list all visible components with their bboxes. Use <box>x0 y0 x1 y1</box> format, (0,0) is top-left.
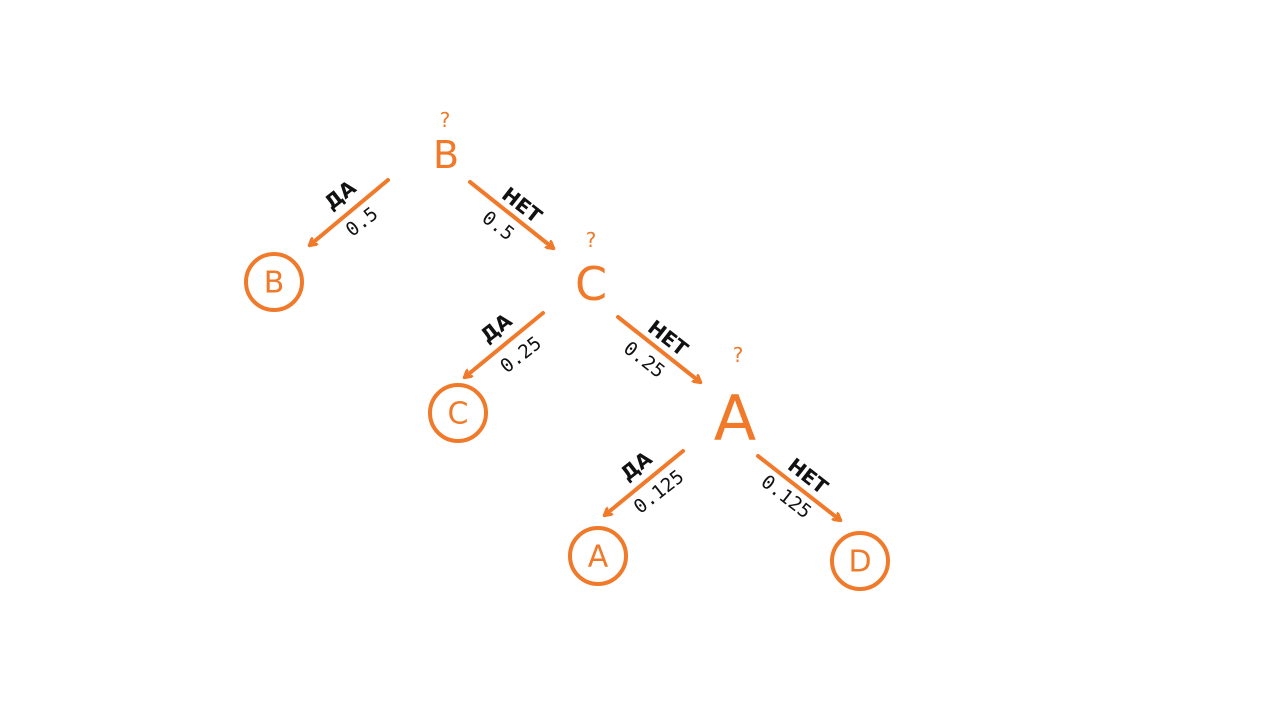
edge-q2-q3 <box>616 315 700 382</box>
leaf-circle-b <box>244 252 304 312</box>
leaf-label-d: D <box>848 545 871 580</box>
leaf-label-a: A <box>588 540 609 575</box>
question-node-q1: B <box>433 133 459 177</box>
question-node-q3: A <box>714 382 756 455</box>
question-mark-q2: ? <box>586 228 597 252</box>
edge-probability-q1-leaf-b: 0.5 <box>342 203 383 241</box>
edge-q1-q2 <box>468 180 553 248</box>
leaf-label-b: B <box>264 266 285 301</box>
edge-q3-leaf-d <box>756 454 840 520</box>
edge-q3-leaf-a <box>605 449 685 515</box>
edge-probability-q2-leaf-c: 0.25 <box>496 332 546 378</box>
question-mark-q3: ? <box>733 343 744 367</box>
leaf-circle-d <box>830 531 890 591</box>
edge-q1-leaf-b <box>310 178 390 245</box>
question-node-q2: C <box>575 257 607 311</box>
question-mark-q1: ? <box>440 108 451 132</box>
edge-q2-leaf-c <box>465 311 545 377</box>
leaf-label-c: C <box>448 397 469 432</box>
leaf-circle-a <box>568 526 628 586</box>
leaf-circle-c <box>428 383 488 443</box>
